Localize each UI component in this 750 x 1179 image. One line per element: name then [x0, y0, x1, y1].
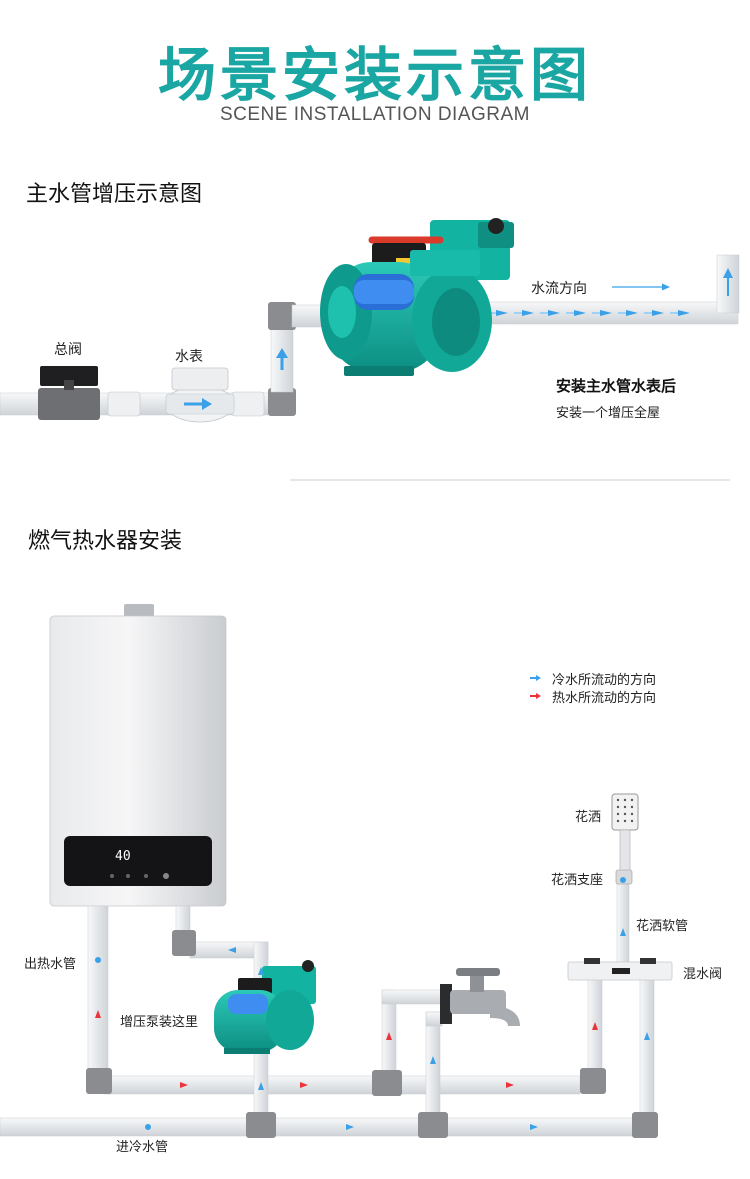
note-title: 安装主水管水表后 — [556, 377, 677, 395]
note-subtitle: 安装一个增压全屋 — [556, 406, 661, 421]
pipe-fittings — [86, 930, 658, 1138]
label-hot-outlet: 出热水管 — [24, 957, 77, 972]
booster-pump-small — [214, 960, 316, 1054]
page-subtitle: SCENE INSTALLATION DIAGRAM — [219, 104, 530, 125]
section1-title: 主水管增压示意图 — [26, 182, 203, 207]
flow-arrow — [678, 310, 690, 316]
flow-arrow — [548, 310, 560, 316]
legend-cold: 冷水所流动的方向 — [552, 673, 657, 688]
label-shower: 花洒 — [575, 810, 602, 825]
flow-arrow — [574, 310, 586, 316]
booster-pump-large — [320, 218, 514, 376]
gas-water-heater — [49, 604, 227, 907]
label-cold-inlet: 进冷水管 — [116, 1140, 169, 1155]
main-pipe-group — [0, 254, 740, 423]
flow-arrow — [626, 310, 638, 316]
label-shower-hose: 花洒软管 — [636, 919, 689, 934]
section2-title: 燃气热水器安装 — [28, 529, 183, 554]
shower-head — [611, 793, 639, 885]
label-mixing-valve: 混水阀 — [683, 967, 723, 982]
flow-arrow — [522, 310, 534, 316]
faucet — [440, 968, 520, 1027]
flow-arrow — [496, 310, 508, 316]
flow-arrows-main — [184, 268, 733, 410]
label-pump-here: 增压泵装这里 — [120, 1015, 199, 1030]
hot-cold-pipes — [0, 883, 655, 1137]
heater-display: 40 — [115, 849, 131, 864]
flow-arrow — [652, 310, 664, 316]
label-water-meter: 水表 — [175, 349, 203, 365]
flow-arrow — [600, 310, 612, 316]
legend-hot: 热水所流动的方向 — [552, 691, 657, 706]
label-shower-holder: 花洒支座 — [551, 873, 604, 888]
label-main-valve: 总阀 — [54, 342, 82, 358]
label-flow-direction: 水流方向 — [531, 281, 587, 297]
mixing-valve-shape — [567, 958, 673, 981]
legend-markers — [530, 675, 541, 699]
flow-markers — [95, 877, 650, 1130]
page-title: 场景安装示意图 — [157, 41, 592, 109]
